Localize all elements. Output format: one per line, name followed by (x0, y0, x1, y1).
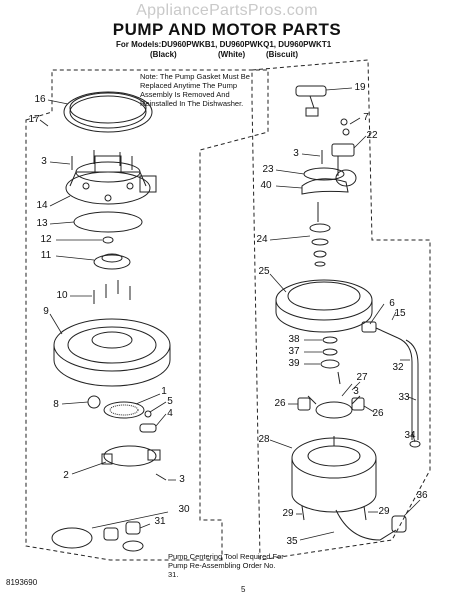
callout-25: 25 (258, 266, 270, 277)
callout-11: 11 (40, 250, 52, 261)
motor-mount-part (275, 279, 373, 333)
callout-7: 7 (363, 112, 369, 123)
callout-23: 23 (262, 164, 274, 175)
models-line: For Models:DU960PWKB1, DU960PWKQ1, DU960… (116, 40, 332, 49)
wire-harness-part (335, 509, 397, 541)
right-assembly-boundary (251, 59, 431, 561)
seal-stack-38-37-39 (320, 336, 340, 369)
callout-27: 27 (356, 372, 368, 383)
seal-ring-part (73, 211, 143, 233)
callout-26-right: 26 (372, 408, 384, 419)
callout-30: 30 (178, 504, 190, 515)
callout-10: 10 (56, 290, 68, 301)
page-title: PUMP AND MOTOR PARTS (112, 20, 342, 39)
callout-35: 35 (286, 536, 298, 547)
callout-3: 3 (41, 156, 47, 167)
fan-part (307, 395, 361, 419)
grommet-part (87, 395, 101, 409)
page-number: 5 (241, 585, 246, 594)
pump-housing-part (65, 155, 157, 205)
callout-14: 14 (36, 200, 48, 211)
callout-2: 2 (63, 470, 69, 481)
shroud-part-23-40 (301, 167, 357, 195)
callout-40: 40 (260, 180, 272, 191)
impeller-part (93, 253, 131, 270)
document-number: 8193690 (6, 578, 38, 587)
motor-shaft-part (309, 202, 331, 267)
callout-26-left: 26 (274, 398, 286, 409)
callout-24: 24 (256, 234, 268, 245)
color-black: (Black) (150, 50, 177, 59)
callout-1: 1 (161, 386, 167, 397)
small-parts-7-22 (331, 118, 355, 176)
screws-10 (93, 280, 131, 304)
centering-tool-note: Pump Centering Tool Required For Pump Re… (168, 552, 284, 579)
callout-3-right: 3 (293, 148, 299, 159)
callout-34: 34 (404, 430, 416, 441)
callout-9: 9 (43, 306, 49, 317)
motor-part (291, 436, 377, 513)
screw-29a (301, 505, 305, 521)
terminal-part (391, 515, 407, 533)
pump-gasket-part (63, 91, 153, 133)
callout-17: 17 (28, 114, 40, 125)
callout-3-motor: 3 (353, 386, 359, 397)
clamp-part (101, 445, 161, 467)
gasket-note: Note: The Pump Gasket Must Be Replaced A… (140, 72, 250, 108)
pump-base-part (53, 318, 171, 387)
callout-15: 15 (394, 308, 406, 319)
drain-hose-part (361, 321, 421, 448)
callout-28: 28 (258, 434, 270, 445)
color-biscuit: (Biscuit) (266, 50, 298, 59)
callout-12: 12 (40, 234, 52, 245)
callout-8: 8 (53, 399, 59, 410)
callout-29-left: 29 (282, 508, 294, 519)
ball-part (144, 410, 152, 418)
callout-38: 38 (288, 334, 300, 345)
callout-37: 37 (288, 346, 300, 357)
callout-19: 19 (354, 82, 366, 93)
callout-22: 22 (366, 130, 378, 141)
check-valve-part-19 (295, 85, 327, 117)
left-assembly-boundary (25, 69, 269, 561)
watermark: AppliancePartsPros.com (136, 2, 318, 19)
screw-3-bottom (155, 473, 167, 481)
callout-4: 4 (167, 408, 173, 419)
gasket-ring-part (51, 527, 93, 549)
callout-5: 5 (167, 396, 173, 407)
callout-32: 32 (392, 362, 404, 373)
centering-tool-part (103, 521, 144, 552)
callout-13: 13 (36, 218, 48, 229)
clip-part (139, 423, 157, 433)
callout-33: 33 (398, 392, 410, 403)
screw-3-motor (337, 371, 341, 385)
mount-part-26a (297, 397, 311, 411)
callout-29-right: 29 (378, 506, 390, 517)
filter-screen-part (103, 401, 145, 419)
washer-part (102, 236, 114, 244)
callout-6: 6 (389, 298, 395, 309)
screw-29b (363, 505, 367, 521)
callout-31: 31 (154, 516, 166, 527)
callout-36: 36 (416, 490, 428, 501)
color-white: (White) (218, 50, 246, 59)
callout-3-bottom: 3 (179, 474, 185, 485)
mount-part-26b (351, 397, 365, 411)
callout-39: 39 (288, 358, 300, 369)
screws-3-left (71, 150, 133, 170)
callout-16: 16 (34, 94, 46, 105)
